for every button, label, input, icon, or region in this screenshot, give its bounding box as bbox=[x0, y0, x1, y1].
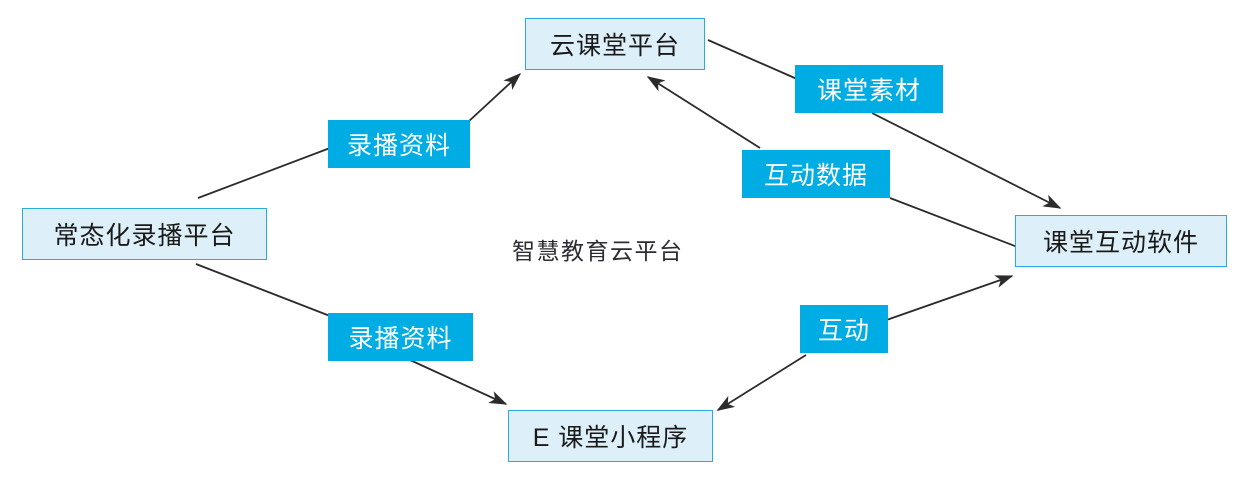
node-recording-platform[interactable]: 常态化录播平台 bbox=[22, 208, 267, 260]
edge-label-recorded-material-top[interactable]: 录播资料 bbox=[328, 120, 470, 168]
edge-label-classroom-material[interactable]: 课堂素材 bbox=[795, 65, 943, 113]
node-label: 常态化录播平台 bbox=[53, 222, 236, 250]
node-label: 云课堂平台 bbox=[549, 32, 680, 60]
edge-recording-to-cloud bbox=[197, 73, 522, 199]
node-label: E 课堂小程序 bbox=[532, 424, 689, 452]
edge-label-text: 互动 bbox=[817, 317, 870, 345]
edge-label-recorded-material-bottom[interactable]: 录播资料 bbox=[328, 313, 473, 361]
center-caption: 智慧教育云平台 bbox=[512, 238, 684, 264]
edge-label-interaction[interactable]: 互动 bbox=[800, 305, 888, 353]
edge-label-text: 录播资料 bbox=[346, 132, 451, 160]
edge-cloud-to-interactive bbox=[707, 39, 1062, 209]
edge-label-text: 互动数据 bbox=[763, 162, 868, 190]
node-label: 课堂互动软件 bbox=[1042, 229, 1199, 257]
node-cloud-classroom[interactable]: 云课堂平台 bbox=[525, 18, 705, 70]
node-interactive-software[interactable]: 课堂互动软件 bbox=[1015, 215, 1227, 267]
edge-interactive-to-cloud bbox=[646, 76, 1021, 249]
edge-label-text: 课堂素材 bbox=[816, 77, 921, 105]
edge-label-interaction-data[interactable]: 互动数据 bbox=[742, 150, 890, 198]
node-e-classroom-applet[interactable]: E 课堂小程序 bbox=[508, 410, 713, 462]
edge-recording-to-applet bbox=[195, 263, 508, 405]
edge-label-text: 录播资料 bbox=[348, 325, 453, 353]
